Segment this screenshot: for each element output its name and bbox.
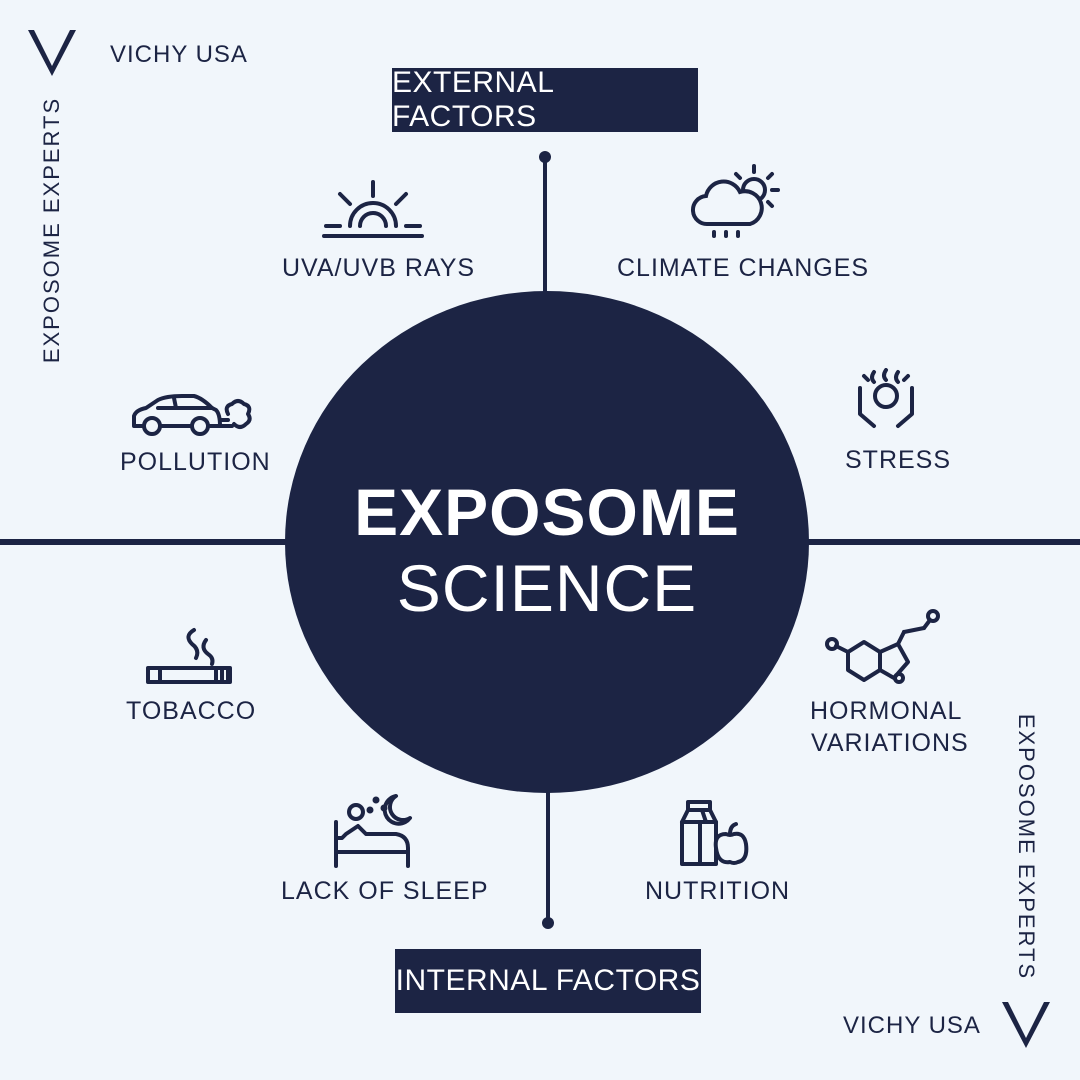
- factor-label-tobacco: TOBACCO: [126, 697, 257, 725]
- vichy-logo-icon: [1002, 1002, 1050, 1048]
- axis-dot-top: [539, 151, 551, 163]
- milk-apple-icon: [678, 798, 750, 868]
- factor-label-sleep: LACK OF SLEEP: [281, 877, 489, 905]
- stressed-head-icon: [854, 368, 918, 434]
- factor-label-stress: STRESS: [845, 446, 952, 474]
- horizontal-axis-left: [0, 539, 300, 545]
- car-exhaust-icon: [128, 392, 254, 440]
- cigarette-icon: [144, 626, 234, 688]
- factor-label-uv: UVA/UVB RAYS: [282, 254, 476, 282]
- center-title-line1: EXPOSOME: [354, 475, 740, 549]
- factor-label-hormonal-line2: VARIATIONS: [811, 729, 969, 757]
- molecule-icon: [824, 608, 944, 688]
- factor-label-hormonal-line1: HORMONAL: [810, 697, 963, 725]
- horizontal-axis-right: [795, 539, 1080, 545]
- factor-label-nutrition: NUTRITION: [645, 877, 791, 905]
- sunrise-icon: [318, 176, 428, 242]
- internal-factors-box: INTERNAL FACTORS: [395, 949, 701, 1013]
- axis-dot-bottom: [542, 917, 554, 929]
- brand-name-top: VICHY USA: [110, 41, 248, 68]
- internal-factors-label: INTERNAL FACTORS: [395, 964, 701, 997]
- vertical-axis-bottom: [546, 788, 550, 923]
- factor-label-pollution: POLLUTION: [120, 448, 271, 476]
- external-factors-label: EXTERNAL FACTORS: [392, 66, 554, 133]
- external-factors-box: EXTERNAL FACTORS: [392, 66, 698, 133]
- side-text-right: EXPOSOME EXPERTS: [1014, 713, 1039, 981]
- center-title-line2: SCIENCE: [396, 551, 698, 625]
- center-circle: [285, 291, 809, 793]
- cloud-sun-rain-icon: [690, 162, 786, 242]
- factor-label-climate: CLIMATE CHANGES: [617, 254, 870, 282]
- side-text-left: EXPOSOME EXPERTS: [39, 96, 64, 364]
- vertical-axis-top: [543, 157, 547, 297]
- bed-moon-icon: [330, 790, 414, 870]
- vichy-logo-icon: [28, 30, 76, 76]
- brand-name-bottom: VICHY USA: [843, 1012, 981, 1039]
